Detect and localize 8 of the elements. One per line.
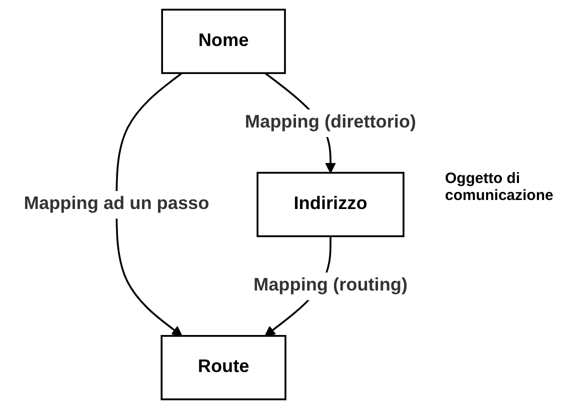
node-box: Nome [161,8,286,74]
edge-label: Mapping ad un passo [24,193,210,214]
arrow [116,72,182,336]
node-box: Indirizzo [256,172,404,238]
edge-label: Mapping (direttorio) [244,112,416,132]
note-text: Oggetto di comunicazione [445,170,554,204]
node-box: Route [160,335,286,400]
edge-label: Mapping (routing) [254,274,408,296]
